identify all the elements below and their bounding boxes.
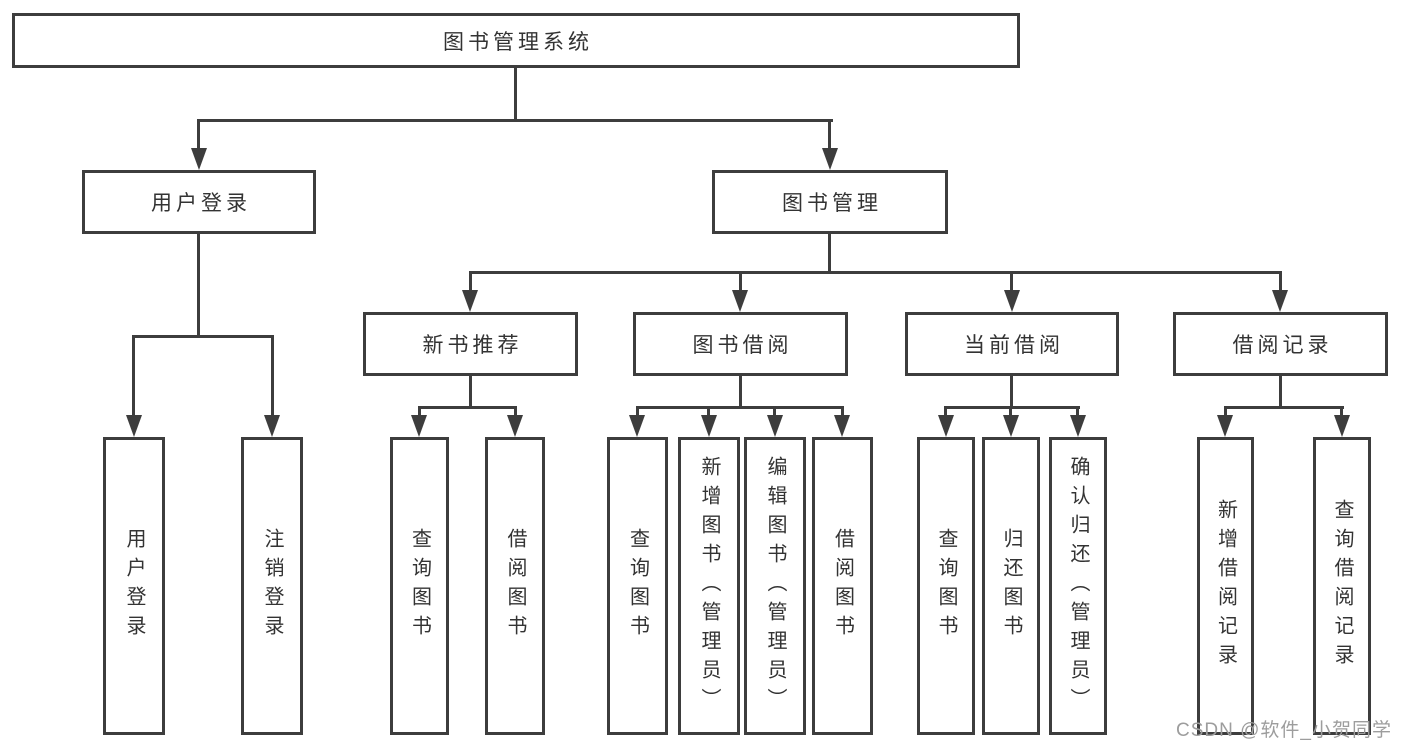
node-book-management: 图书管理 [712, 170, 948, 234]
connector-line [1010, 375, 1013, 408]
connector-line [636, 406, 844, 409]
leaf-user-login-label: 用户登录 [123, 528, 145, 644]
connector-line [469, 271, 1282, 274]
arrow-down-icon [462, 290, 478, 312]
connector-line [418, 406, 421, 417]
watermark: CSDN @软件_小贺同学 [1176, 720, 1392, 741]
connector-line [1279, 375, 1282, 408]
leaf-query-borrow-record-label: 查询借阅记录 [1331, 499, 1353, 673]
leaf-query-books-3: 查询图书 [917, 437, 975, 735]
arrow-down-icon [1334, 415, 1350, 437]
leaf-query-borrow-record: 查询借阅记录 [1313, 437, 1371, 735]
connector-line [828, 119, 831, 150]
arrow-down-icon [1003, 415, 1019, 437]
connector-line [469, 375, 472, 408]
connector-line [514, 406, 517, 417]
connector-line [197, 119, 833, 122]
connector-line [1224, 406, 1344, 409]
node-root-label: 图书管理系统 [443, 30, 593, 54]
connector-line [514, 68, 517, 121]
node-new-book-recommend: 新书推荐 [363, 312, 578, 376]
connector-line [739, 271, 742, 292]
connector-line [469, 271, 472, 292]
connector-line [418, 406, 517, 409]
arrow-down-icon [191, 148, 207, 170]
arrow-down-icon [701, 415, 717, 437]
connector-line [636, 406, 639, 417]
leaf-query-books-2: 查询图书 [607, 437, 668, 735]
arrow-down-icon [1070, 415, 1086, 437]
connector-line [739, 375, 742, 408]
leaf-borrow-books-2: 借阅图书 [812, 437, 873, 735]
leaf-logout: 注销登录 [241, 437, 303, 735]
arrow-down-icon [938, 415, 954, 437]
connector-line [944, 406, 1080, 409]
connector-line [132, 335, 274, 338]
leaf-add-borrow-record-label: 新增借阅记录 [1214, 499, 1237, 673]
arrow-down-icon [1217, 415, 1233, 437]
connector-line [1009, 406, 1012, 417]
arrow-down-icon [264, 415, 280, 437]
node-new-book-recommend-label: 新书推荐 [422, 334, 523, 357]
connector-line [707, 406, 710, 417]
node-borrow-record-label: 借阅记录 [1232, 334, 1333, 357]
arrow-down-icon [834, 415, 850, 437]
leaf-query-books-3-label: 查询图书 [935, 528, 957, 644]
leaf-confirm-return-admin: 确认归还（管理员） [1049, 437, 1107, 735]
node-current-borrow: 当前借阅 [905, 312, 1119, 376]
arrow-down-icon [822, 148, 838, 170]
node-book-borrow: 图书借阅 [633, 312, 848, 376]
node-book-borrow-label: 图书借阅 [692, 334, 793, 357]
node-root: 图书管理系统 [12, 13, 1020, 68]
node-user-login: 用户登录 [82, 170, 316, 234]
arrow-down-icon [1004, 290, 1020, 312]
leaf-borrow-books-1-label: 借阅图书 [504, 528, 526, 644]
node-borrow-record: 借阅记录 [1173, 312, 1388, 376]
arrow-down-icon [767, 415, 783, 437]
leaf-query-books-1: 查询图书 [390, 437, 449, 735]
arrow-down-icon [126, 415, 142, 437]
leaf-return-books: 归还图书 [982, 437, 1040, 735]
connector-line [944, 406, 947, 417]
leaf-edit-books-admin-label: 编辑图书（管理员） [764, 455, 786, 717]
leaf-query-books-2-label: 查询图书 [626, 528, 649, 644]
connector-line [1279, 271, 1282, 292]
connector-line [197, 234, 200, 337]
leaf-borrow-books-2-label: 借阅图书 [831, 528, 854, 644]
leaf-return-books-label: 归还图书 [1000, 528, 1022, 644]
connector-line [1010, 271, 1013, 292]
arrow-down-icon [507, 415, 523, 437]
leaf-query-books-1-label: 查询图书 [408, 528, 431, 644]
leaf-add-books-admin-label: 新增图书（管理员） [698, 455, 720, 717]
leaf-logout-label: 注销登录 [261, 528, 283, 644]
connector-line [828, 234, 831, 273]
leaf-user-login: 用户登录 [103, 437, 165, 735]
arrow-down-icon [732, 290, 748, 312]
arrow-down-icon [1272, 290, 1288, 312]
leaf-confirm-return-admin-label: 确认归还（管理员） [1067, 455, 1089, 717]
leaf-edit-books-admin: 编辑图书（管理员） [744, 437, 806, 735]
connector-line [271, 335, 274, 417]
connector-line [197, 119, 200, 150]
connector-line [841, 406, 844, 417]
connector-line [1340, 406, 1343, 417]
connector-line [1076, 406, 1079, 417]
node-user-login-label: 用户登录 [151, 192, 251, 215]
arrow-down-icon [629, 415, 645, 437]
leaf-add-borrow-record: 新增借阅记录 [1197, 437, 1254, 735]
arrow-down-icon [411, 415, 427, 437]
leaf-add-books-admin: 新增图书（管理员） [678, 437, 740, 735]
connector-line [132, 335, 135, 417]
connector-line [1224, 406, 1227, 417]
node-current-borrow-label: 当前借阅 [964, 334, 1064, 357]
leaf-borrow-books-1: 借阅图书 [485, 437, 545, 735]
connector-line [773, 406, 776, 417]
node-book-management-label: 图书管理 [782, 192, 882, 215]
